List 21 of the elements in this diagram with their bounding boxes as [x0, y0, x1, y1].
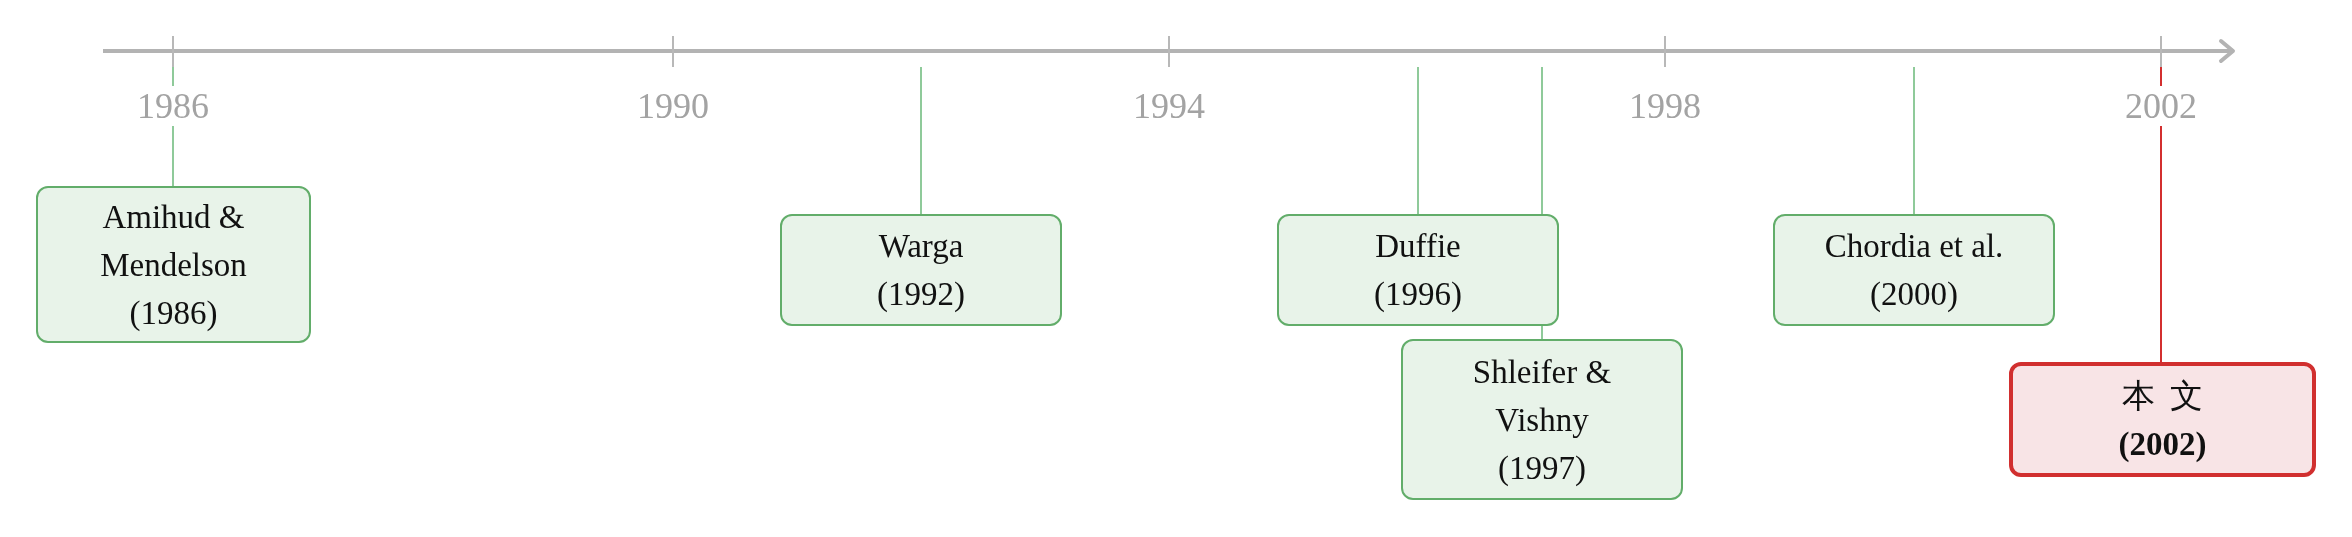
reference-year: (2000) — [1870, 275, 1958, 314]
reference-year: (1996) — [1374, 275, 1462, 314]
reference-card — [1277, 214, 1559, 326]
leader-line — [920, 66, 922, 215]
reference-name: Shleifer & Vishny — [1471, 352, 1613, 440]
reference-name: 本文 — [2122, 376, 2218, 416]
leader-line — [1913, 66, 1915, 215]
reference-year: (1997) — [1498, 448, 1586, 488]
reference-year: (1992) — [877, 275, 965, 314]
reference-card — [780, 214, 1062, 326]
reference-year: (2002) — [2118, 424, 2207, 464]
reference-name: Warga — [878, 227, 964, 266]
reference-year: (1986) — [129, 293, 218, 333]
reference-card — [1401, 339, 1683, 500]
leader-line — [1417, 66, 1419, 215]
reference-card — [1773, 214, 2055, 326]
reference-card — [2009, 362, 2316, 477]
reference-name: Duffie — [1375, 227, 1461, 266]
reference-name: Amihud & Mendelson — [99, 197, 248, 285]
reference-card — [36, 186, 311, 343]
reference-name: Chordia et al. — [1824, 227, 2004, 266]
